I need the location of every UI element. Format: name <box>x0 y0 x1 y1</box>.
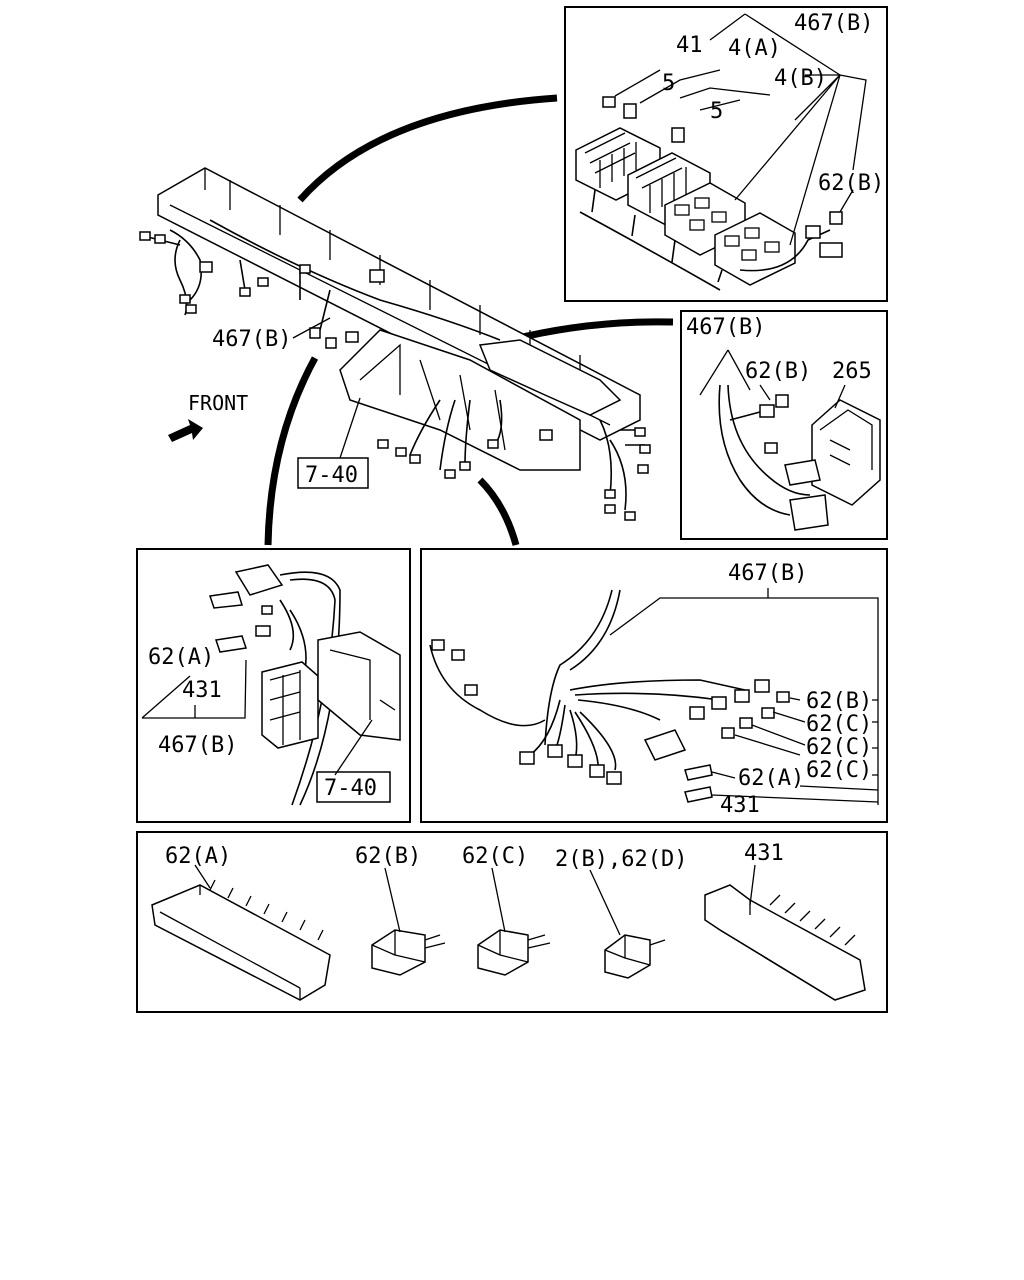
leader-arc-top <box>297 94 558 203</box>
leader-left-740 <box>334 719 373 776</box>
label-ref-740-main: 7-40 <box>305 463 358 488</box>
connector-431-shape <box>704 884 866 1001</box>
ref-box-740-main <box>297 457 369 489</box>
label-41: 41 <box>676 33 703 58</box>
inset-right-frame <box>420 548 888 823</box>
connector-62a-shape <box>151 879 331 1001</box>
instrument-panel-harness <box>139 167 651 521</box>
label-bottom-62b: 62(B) <box>355 844 421 869</box>
label-467b-right: 467(B) <box>728 561 807 586</box>
right-inset-assembly <box>429 589 790 803</box>
leader-arc-left <box>264 356 319 546</box>
label-bottom-2b-62d: 2(B),62(D) <box>555 847 687 872</box>
label-62b-mid: 62(B) <box>745 359 811 384</box>
label-bottom-62c: 62(C) <box>462 844 528 869</box>
leader-740-main <box>339 397 361 459</box>
label-467b-top: 467(B) <box>794 11 873 36</box>
leader-arc-mid <box>509 318 674 344</box>
connector-62b-shape <box>371 929 446 976</box>
label-4b: 4(B) <box>774 66 827 91</box>
leader-right-inset <box>609 588 879 805</box>
label-ref-740-left: 7-40 <box>324 776 377 801</box>
leader-467b-main <box>292 317 331 339</box>
leader-265 <box>699 349 751 396</box>
label-62a-left: 62(A) <box>148 645 214 670</box>
label-467b-left: 467(B) <box>158 733 237 758</box>
label-265: 265 <box>832 359 872 384</box>
label-front: FRONT <box>188 391 248 415</box>
label-4a: 4(A) <box>728 36 781 61</box>
ref-box-740-left <box>316 771 391 803</box>
inset-left-frame <box>136 548 411 823</box>
front-arrow-icon <box>168 419 203 442</box>
leader-right-labels <box>711 697 879 803</box>
left-inset-assembly <box>209 564 401 806</box>
leader-bottom <box>194 864 756 936</box>
label-62c-3: 62(C) <box>806 758 872 783</box>
label-467b-mid: 467(B) <box>686 315 765 340</box>
bottom-connectors-frame <box>136 831 888 1013</box>
label-62b-right: 62(B) <box>806 689 872 714</box>
label-62c-2: 62(C) <box>806 735 872 760</box>
leader-left-inset <box>141 659 247 719</box>
label-62b-top: 62(B) <box>818 171 884 196</box>
label-62c-1: 62(C) <box>806 712 872 737</box>
connector-265-assembly <box>718 384 881 531</box>
label-bottom-62a: 62(A) <box>165 844 231 869</box>
label-431-right: 431 <box>720 793 760 818</box>
label-467b-main: 467(B) <box>212 327 291 352</box>
label-62a-right: 62(A) <box>738 766 804 791</box>
leader-arc-right <box>477 477 520 546</box>
leader-265b <box>759 384 846 409</box>
connector-62c-shape <box>477 929 551 976</box>
fuse-box-assembly <box>575 96 843 291</box>
inset-fuse-box-frame <box>564 6 888 302</box>
label-bottom-431: 431 <box>744 841 784 866</box>
connector-2b-62d-shape <box>604 934 666 979</box>
label-5-b: 5 <box>710 99 723 124</box>
inset-connector-265-frame <box>680 310 888 540</box>
label-5-a: 5 <box>662 71 675 96</box>
label-431-left: 431 <box>182 678 222 703</box>
